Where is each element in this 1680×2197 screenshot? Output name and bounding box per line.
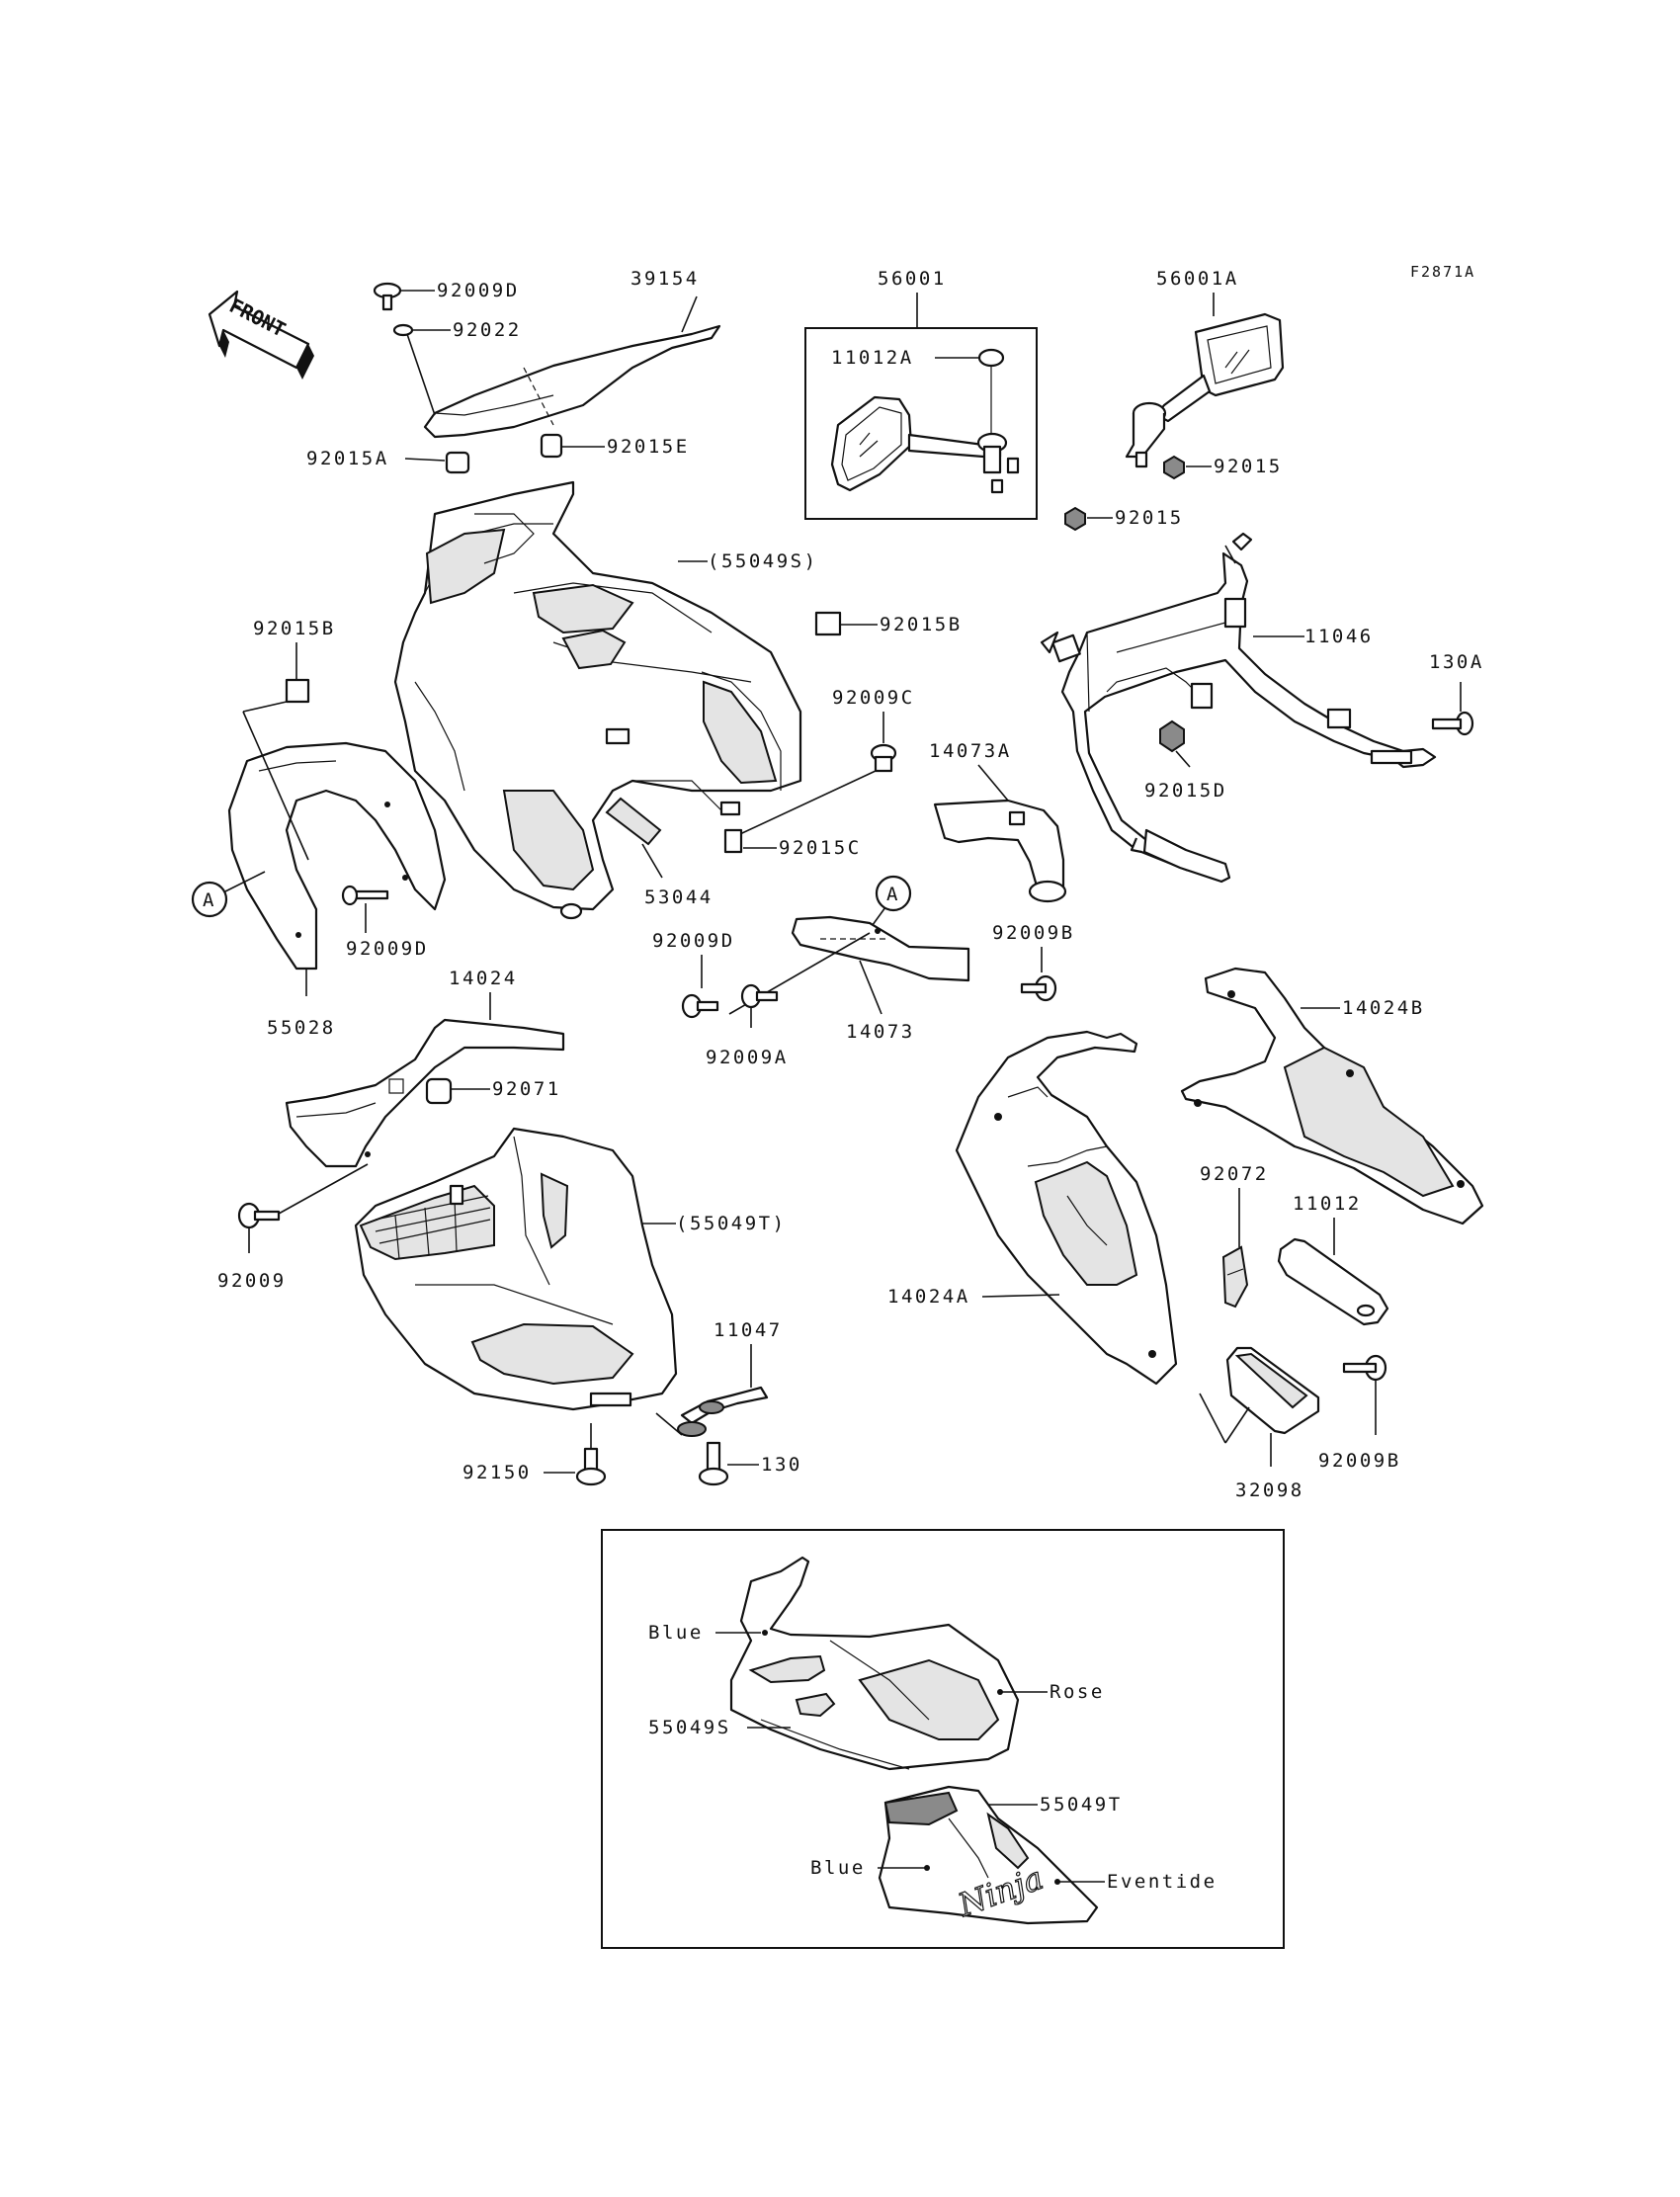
- side-panel-14024A: [955, 1030, 1178, 1386]
- grommet-92071: [388, 1077, 490, 1105]
- part-label-92015B-right: 92015B: [880, 614, 963, 635]
- callout-A-left-label: A: [203, 889, 216, 911]
- washer-92022: [392, 323, 451, 337]
- part-label-92015-a: 92015: [1214, 456, 1283, 477]
- part-label-11047: 11047: [714, 1319, 783, 1341]
- color-label-blue-upper: Blue: [648, 1622, 704, 1644]
- callout-A-left: A: [191, 871, 266, 918]
- part-label-92015C: 92015C: [779, 837, 862, 859]
- part-label-11012: 11012: [1293, 1193, 1362, 1215]
- air-duct-14073A: [933, 799, 1067, 903]
- part-label-92009C: 92009C: [832, 687, 915, 709]
- part-label-53044: 53044: [644, 887, 714, 908]
- bracket-11047: [655, 1386, 769, 1437]
- color-scheme-inset-box: [601, 1529, 1285, 1949]
- color-inset-upper-cowl: [729, 1556, 1020, 1771]
- clip-92015B-right: [814, 611, 878, 636]
- screw-92009D-mid: [681, 993, 719, 1019]
- part-label-14073: 14073: [846, 1021, 915, 1043]
- part-label-14024B: 14024B: [1342, 997, 1425, 1019]
- inner-panel-55028: [227, 711, 447, 971]
- mirror-56001: [830, 348, 1020, 494]
- part-label-11046: 11046: [1304, 626, 1374, 647]
- part-label-92009A: 92009A: [706, 1047, 789, 1068]
- inset-part-label-55049S: 55049S: [648, 1717, 731, 1738]
- side-panel-14024B: [1180, 967, 1484, 1225]
- nut-92015-b: [1064, 506, 1113, 532]
- clip-92072: [1221, 1245, 1249, 1309]
- part-label-92009D-top: 92009D: [437, 280, 520, 301]
- pad-53044: [605, 797, 663, 879]
- color-label-rose: Rose: [1050, 1681, 1105, 1703]
- mirror-56001-box: [804, 327, 1038, 520]
- part-label-92009D-left: 92009D: [346, 938, 429, 960]
- color-label-eventide: Eventide: [1107, 1871, 1218, 1893]
- part-label-92009B-bottom: 92009B: [1318, 1450, 1401, 1472]
- part-label-32098: 32098: [1235, 1479, 1304, 1501]
- part-label-11012A: 11012A: [831, 347, 914, 369]
- front-direction-arrow-icon: FRONT: [208, 290, 314, 380]
- part-label-14024: 14024: [449, 968, 518, 989]
- part-label-130: 130: [761, 1454, 802, 1476]
- tray-32098: [1199, 1346, 1320, 1467]
- part-label-55049T: (55049T): [676, 1213, 787, 1234]
- part-label-92015-b: 92015: [1115, 507, 1184, 529]
- part-label-56001A: 56001A: [1156, 268, 1239, 290]
- part-label-92022: 92022: [453, 319, 522, 341]
- part-label-14073A: 14073A: [929, 740, 1012, 762]
- bolt-92009: [237, 1163, 369, 1253]
- part-label-92015B-left: 92015B: [253, 618, 336, 639]
- bolt-92009C: [726, 712, 897, 841]
- part-label-92071: 92071: [492, 1078, 561, 1100]
- bolt-130A: [1431, 682, 1474, 736]
- part-label-56001: 56001: [878, 268, 947, 290]
- bolt-130: [698, 1441, 759, 1486]
- grommet-92015E: [540, 433, 605, 459]
- cowl-bracket-11046: [1040, 532, 1437, 884]
- grommet-92015A: [404, 451, 470, 474]
- cover-11012: [1277, 1237, 1389, 1326]
- diagram-code: F2871A: [1410, 263, 1475, 281]
- color-label-blue-lower: Blue: [810, 1857, 866, 1879]
- part-label-92009B-top: 92009B: [992, 922, 1075, 944]
- callout-A-center-label: A: [886, 884, 900, 905]
- clip-92015B-left: [242, 678, 310, 713]
- part-label-55049S: (55049S): [708, 550, 818, 572]
- part-label-92015D: 92015D: [1144, 780, 1227, 802]
- nut-92015-a: [1163, 455, 1212, 480]
- part-label-55028: 55028: [267, 1017, 336, 1039]
- bolt-92150: [544, 1423, 607, 1486]
- upper-cowl-55049S: [393, 480, 802, 920]
- callout-A-center: A: [869, 875, 912, 930]
- clip-92015C: [723, 828, 777, 854]
- inset-part-label-55049T: 55049T: [1040, 1794, 1123, 1816]
- part-label-92015E: 92015E: [607, 436, 690, 458]
- bolt-92009D-top: [373, 282, 435, 311]
- part-label-92009D-mid: 92009D: [652, 930, 735, 952]
- part-label-39154: 39154: [630, 268, 700, 290]
- windshield-39154: [406, 296, 721, 439]
- color-inset-lower-cowl: Ninja: [878, 1785, 1099, 1925]
- part-label-92072: 92072: [1200, 1163, 1269, 1185]
- screw-92009D-left: [341, 885, 389, 933]
- screw-92009A: [740, 983, 779, 1028]
- screw-92009B-bottom: [1342, 1354, 1387, 1435]
- part-label-92150: 92150: [462, 1462, 532, 1483]
- screw-92009B-top: [1020, 974, 1057, 1002]
- mirror-56001A: [1125, 312, 1285, 468]
- part-label-14024A: 14024A: [887, 1286, 970, 1308]
- part-label-130A: 130A: [1429, 651, 1484, 673]
- lower-cowl-55049T: [354, 1127, 678, 1411]
- nut-92015D: [1159, 719, 1191, 768]
- part-label-92009: 92009: [217, 1270, 287, 1292]
- part-label-92015A: 92015A: [306, 448, 389, 469]
- side-panel-14024: [285, 1018, 565, 1168]
